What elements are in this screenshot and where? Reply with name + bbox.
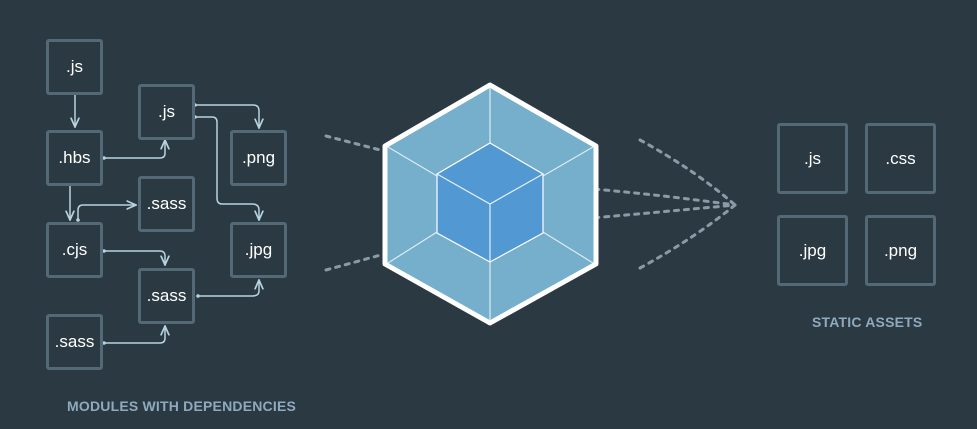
module-box: .hbs xyxy=(46,130,103,186)
arrow-js-to-jpg xyxy=(195,117,259,220)
module-box: .sass xyxy=(138,268,195,324)
flow-out-top xyxy=(638,138,737,207)
module-label: .cjs xyxy=(61,240,88,259)
asset-box: .js xyxy=(777,123,848,194)
arrow-cjs-to-sass xyxy=(78,205,136,220)
asset-label: .jpg xyxy=(798,240,827,260)
flow-in-bottom xyxy=(324,251,390,272)
flow-in-top xyxy=(324,134,390,154)
arrow-hbs-to-js xyxy=(104,140,165,158)
modules-caption: MODULES WITH DEPENDENCIES xyxy=(67,398,297,414)
arrow-cjs-to-sass-2 xyxy=(104,251,165,265)
module-box: .sass xyxy=(138,176,195,232)
arrow-sass-to-sass xyxy=(104,326,165,343)
module-label: .sass xyxy=(146,286,187,305)
flow-out-bottom xyxy=(638,203,737,270)
module-label: .jpg xyxy=(244,240,273,259)
module-box: .js xyxy=(46,39,103,95)
asset-label: .png xyxy=(883,240,918,260)
arrow-js-to-png xyxy=(195,105,259,128)
module-label: .js xyxy=(66,57,83,76)
asset-box: .jpg xyxy=(777,215,848,286)
module-label: .sass xyxy=(54,332,95,351)
module-box: .js xyxy=(138,84,195,140)
module-label: .js xyxy=(158,102,175,121)
assets-caption: STATIC ASSETS xyxy=(812,314,923,330)
asset-box: .png xyxy=(865,215,936,286)
module-label: .sass xyxy=(146,194,187,213)
asset-label: .js xyxy=(804,148,821,168)
asset-label: .css xyxy=(885,148,916,168)
asset-box: .css xyxy=(865,123,936,194)
module-box: .jpg xyxy=(230,222,287,278)
module-label: .hbs xyxy=(58,148,91,167)
bundler-cube-icon xyxy=(382,82,599,326)
module-box: .png xyxy=(230,130,287,186)
module-box: .sass xyxy=(46,314,103,370)
module-label: .png xyxy=(241,148,276,167)
module-box: .cjs xyxy=(46,222,103,278)
arrow-sass-to-jpg xyxy=(198,280,259,296)
